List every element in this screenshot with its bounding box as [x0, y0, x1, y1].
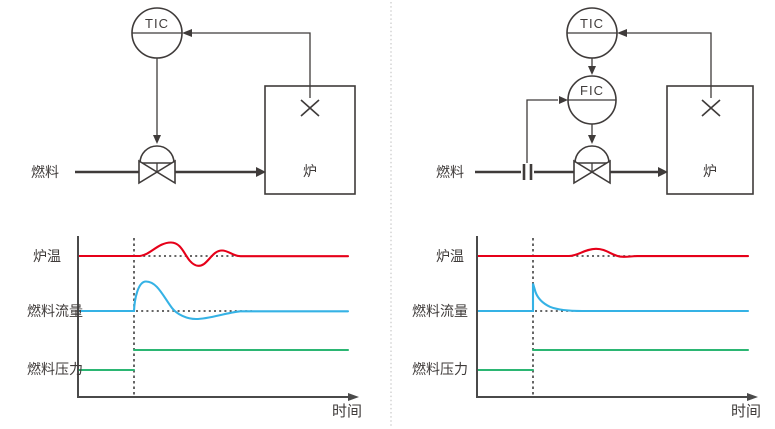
arrowhead-into-furnace	[658, 167, 668, 177]
feedback-signal-line	[626, 32, 712, 98]
temp-curve	[76, 241, 350, 267]
tic-label: TIC	[145, 16, 169, 31]
pressure-axis-label: 燃料压力	[412, 361, 468, 377]
pressure-series	[76, 348, 350, 372]
tic-label: TIC	[580, 16, 604, 31]
furnace-label: 炉	[703, 163, 717, 179]
temp-axis-label: 炉温	[33, 248, 61, 264]
arrowhead-into-fic-left	[559, 96, 568, 104]
fuel-label: 燃料	[436, 164, 464, 180]
temperature-sensor-cross-icon	[300, 99, 320, 117]
x-axis-arrowhead	[747, 393, 758, 401]
arrowhead-to-valve	[153, 135, 161, 144]
left-chart-axes	[77, 236, 359, 401]
temp-series	[76, 241, 350, 267]
left-chart-guides	[133, 238, 252, 396]
furnace-box	[264, 85, 356, 195]
temp-curve	[475, 247, 750, 258]
temp-series	[475, 247, 750, 258]
fuel-label: 燃料	[31, 164, 59, 180]
flow-curve	[475, 283, 750, 313]
flow-axis-label: 燃料流量	[412, 303, 468, 319]
x-axis-arrowhead	[348, 393, 359, 401]
furnace-label: 炉	[303, 163, 317, 179]
pressure-axis-label: 燃料压力	[27, 361, 83, 377]
valve-actuator-dome	[574, 145, 610, 164]
arrowhead-into-furnace	[256, 167, 266, 177]
flow-curve	[76, 280, 350, 321]
feedback-signal-line	[191, 32, 311, 98]
right-diagram-cascade: TIC FIC 燃料 炉	[436, 7, 754, 195]
valve-actuator-dome	[139, 145, 175, 164]
flow-measurement-line	[526, 99, 558, 163]
flow-axis-label: 燃料流量	[27, 303, 83, 319]
left-response-chart: 炉温 燃料流量 燃料压力 时间	[27, 236, 362, 420]
arrowhead-into-tic	[617, 29, 627, 37]
arrowhead-into-fic	[588, 66, 596, 75]
left-diagram-single-loop: TIC 燃料 炉	[31, 7, 356, 195]
flow-series	[76, 280, 350, 321]
arrowhead-to-valve	[588, 135, 596, 144]
furnace-box	[666, 85, 754, 195]
right-chart-guides	[532, 238, 648, 396]
flow-series	[475, 283, 750, 313]
pressure-series	[475, 348, 750, 372]
time-axis-label: 时间	[731, 403, 761, 420]
fic-label: FIC	[580, 83, 604, 98]
right-chart-axes	[476, 236, 758, 401]
arrowhead-into-tic	[182, 29, 192, 37]
temperature-sensor-cross-icon	[701, 99, 721, 117]
time-axis-label: 时间	[332, 403, 362, 420]
right-response-chart: 炉温 燃料流量 燃料压力 时间	[412, 236, 761, 420]
temp-axis-label: 炉温	[436, 248, 464, 264]
